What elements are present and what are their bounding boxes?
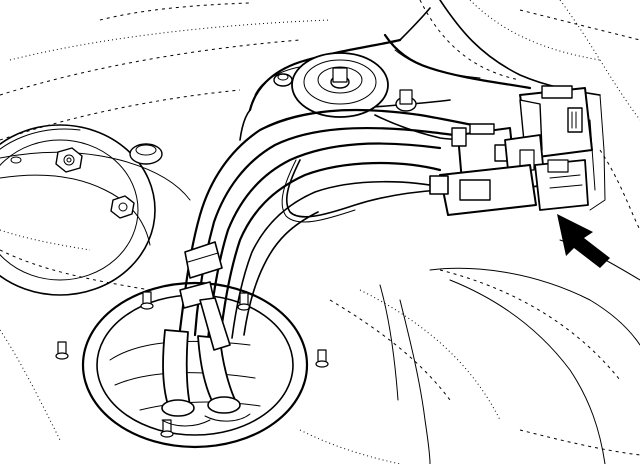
bolt-upper-left (273, 73, 293, 87)
connector-latch (451, 127, 467, 147)
bolt-upper-right (395, 89, 417, 112)
wire-harness (178, 108, 497, 342)
pump-lines (161, 297, 251, 427)
stud-3 (315, 349, 329, 368)
connector-lower (429, 159, 589, 216)
harness-tape (179, 241, 223, 309)
stud-5 (160, 419, 174, 438)
stud-4 (55, 341, 69, 360)
strut-mount (291, 52, 389, 118)
mounting-studs (55, 291, 329, 438)
small-hole-left (10, 156, 22, 164)
stud-1 (140, 291, 154, 310)
hex-nut-left (55, 147, 83, 173)
callout-arrow (557, 214, 610, 268)
pump-access-opening (81, 281, 309, 449)
grommet-left (129, 143, 163, 165)
connector-cluster (429, 85, 593, 216)
hex-nut-lower (110, 195, 135, 219)
left-access-disc (0, 124, 156, 296)
